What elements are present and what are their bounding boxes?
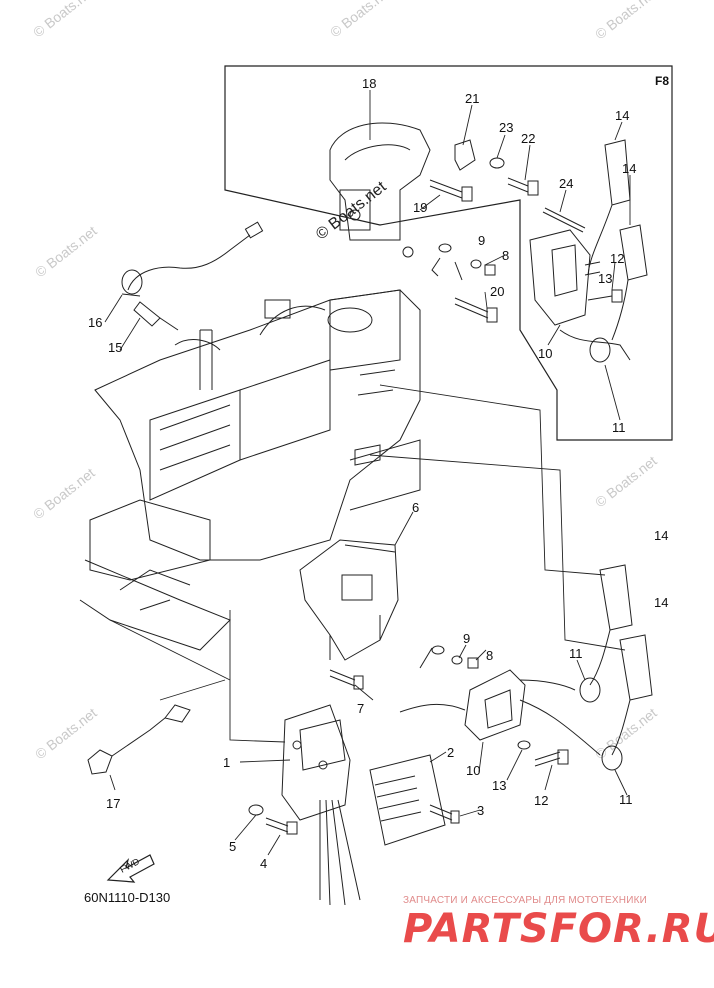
callout-18: 18 [362,76,376,91]
callout-8: 8 [502,248,509,263]
callout-11: 11 [619,792,633,807]
callout-14: 14 [654,528,668,543]
cdi-unit-1 [281,704,361,906]
brand-tagline: ЗАПЧАСТИ И АКСЕССУАРЫ ДЛЯ МОТОТЕХНИКИ [403,895,648,906]
plug-cap-16 [121,221,264,297]
inset-hardware [431,243,623,323]
fwd-arrow [106,854,155,883]
watermark-text: © Boats.net [327,0,395,40]
rectifier-2 [369,754,446,846]
callout-13: 13 [492,778,506,793]
diagram-part-number: 60N1110-D130 [84,890,171,905]
callout-17: 17 [106,796,120,811]
callout-15: 15 [108,340,122,355]
ignition-coil-10-main [399,669,576,741]
watermark-text: © Boats.net [592,0,660,42]
callout-16: 16 [88,315,102,330]
callout-12: 12 [610,251,624,266]
bracket-6 [299,539,399,661]
brand-logo: PARTSFOR.RU [403,906,714,952]
callout-5: 5 [229,839,236,854]
callout-7: 7 [357,701,364,716]
callout-24: 24 [559,176,573,191]
callout-9: 9 [478,233,485,248]
watermark-text: © Boats.net [32,223,100,281]
callout-11: 11 [569,646,583,661]
callout-14: 14 [615,108,629,123]
leader-lines [104,90,631,856]
callout-8: 8 [486,648,493,663]
engine-block [79,289,421,651]
washer-23 [489,157,505,169]
sensor-17 [87,704,191,775]
callout-22: 22 [521,131,535,146]
callout-13: 13 [598,271,612,286]
callout-21: 21 [465,91,479,106]
callout-4: 4 [260,856,267,871]
bolt-19 [429,179,473,202]
fwd-label: FWD [118,856,141,875]
callout-23: 23 [499,120,513,135]
bolt-22 [507,177,539,196]
plug-caps-14-main [519,564,653,771]
callout-19: 19 [413,200,427,215]
main-hardware [248,645,569,835]
callout-1: 1 [223,755,230,770]
callout-10: 10 [538,346,552,361]
tie-24 [542,207,586,233]
ignition-coil-10-inset [529,229,631,361]
sensor-15 [133,301,179,331]
callout-numbers: 18 21 23 22 14 14 24 19 9 8 12 13 20 16 … [88,76,668,871]
watermark-text: © Boats.net [30,465,98,523]
callout-14: 14 [654,595,668,610]
callout-20: 20 [490,284,504,299]
callout-3: 3 [477,803,484,818]
callout-9: 9 [463,631,470,646]
inset-label: F8 [655,74,670,88]
callout-2: 2 [447,745,454,760]
callout-12: 12 [534,793,548,808]
callout-14: 14 [622,161,636,176]
watermark-text: © Boats.net [30,0,98,40]
watermark-text: © Boats.net [592,453,660,511]
callout-11: 11 [612,420,626,435]
watermark-layer: © Boats.net © Boats.net © Boats.net © Bo… [30,0,660,762]
watermark-text: © Boats.net [32,705,100,763]
f8-inset-frame [224,65,673,441]
clip-21 [454,139,476,171]
callout-10: 10 [466,763,480,778]
bracket-18 [329,122,431,258]
callout-6: 6 [412,500,419,515]
